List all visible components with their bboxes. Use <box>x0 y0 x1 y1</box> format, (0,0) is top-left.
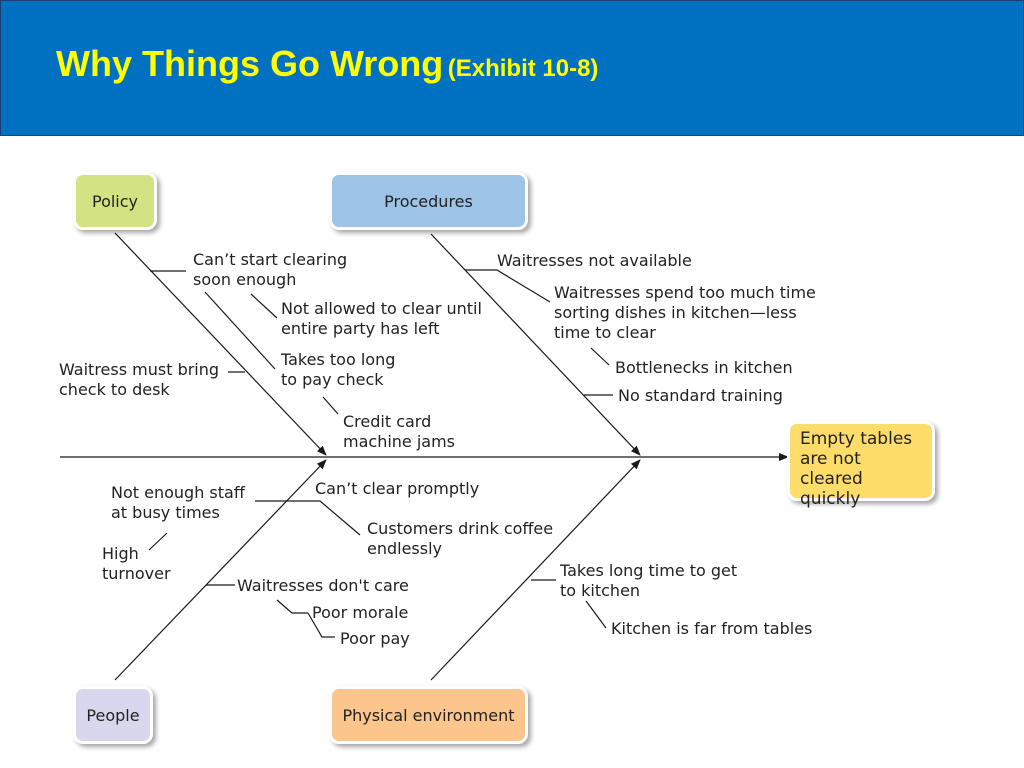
connector-bottlenecks <box>590 347 610 366</box>
category-physical-label: Physical environment <box>342 705 515 725</box>
category-physical-environment: Physical environment <box>329 686 528 744</box>
cause-cant-clear-promptly: Can’t clear promptly <box>315 479 480 498</box>
bone-people <box>114 459 327 681</box>
title-banner: Why Things Go Wrong (Exhibit 10-8) <box>0 0 1024 136</box>
connector-takes-too-long <box>204 291 276 370</box>
slide-title: Why Things Go Wrong (Exhibit 10-8) <box>56 43 598 85</box>
category-policy: Policy <box>73 172 157 230</box>
connector-not-allowed <box>250 293 278 319</box>
connector-poor-pay <box>307 612 335 638</box>
cause-kitchen-far: Kitchen is far from tables <box>611 619 813 638</box>
connector-credit-card <box>322 396 339 415</box>
cause-cant-start-clearing: Can’t start clearing soon enough <box>193 250 348 289</box>
bone-physical <box>430 459 641 681</box>
connector-kitchen-far <box>585 600 607 629</box>
cause-credit-card-jams: Credit card machine jams <box>343 412 456 451</box>
connector-waitresses-not-available <box>465 269 551 303</box>
bone-procedures <box>430 233 641 456</box>
cause-takes-too-long-pay: Takes too long to pay check <box>281 350 396 389</box>
cause-customers-coffee: Customers drink coffee endlessly <box>367 519 554 558</box>
title-main: Why Things Go Wrong <box>56 43 444 84</box>
effect-box: Empty tables are not cleared quickly <box>787 421 935 509</box>
category-policy-label: Policy <box>91 191 139 211</box>
bone-policy <box>114 232 327 456</box>
cause-not-enough-staff: Not enough staff at busy times <box>111 483 245 522</box>
cause-poor-pay: Poor pay <box>340 629 410 648</box>
title-subtitle: (Exhibit 10-8) <box>447 55 599 82</box>
connector-cant-clear-promptly <box>255 500 361 536</box>
cause-poor-morale: Poor morale <box>312 603 409 622</box>
cause-waitresses-sorting: Waitresses spend too much time sorting d… <box>554 283 816 342</box>
category-people: People <box>73 686 153 744</box>
cause-high-turnover: High turnover <box>102 544 171 583</box>
cause-takes-long-kitchen: Takes long time to get to kitchen <box>560 561 738 600</box>
cause-bottlenecks: Bottlenecks in kitchen <box>615 358 793 377</box>
connector-morale-pay <box>276 599 308 614</box>
category-procedures-label: Procedures <box>384 191 473 211</box>
category-procedures: Procedures <box>329 172 528 230</box>
category-people-label: People <box>86 705 140 725</box>
cause-waitresses-dont-care: Waitresses don't care <box>237 576 409 595</box>
cause-no-training: No standard training <box>618 386 783 405</box>
connector-high-turnover <box>148 532 168 551</box>
cause-waitresses-not-available: Waitresses not available <box>497 251 692 270</box>
cause-not-allowed-to-clear: Not allowed to clear until entire party … <box>281 299 482 338</box>
effect-label: Empty tables are not cleared quickly <box>800 429 913 509</box>
cause-waitress-check-desk: Waitress must bring check to desk <box>59 360 220 399</box>
